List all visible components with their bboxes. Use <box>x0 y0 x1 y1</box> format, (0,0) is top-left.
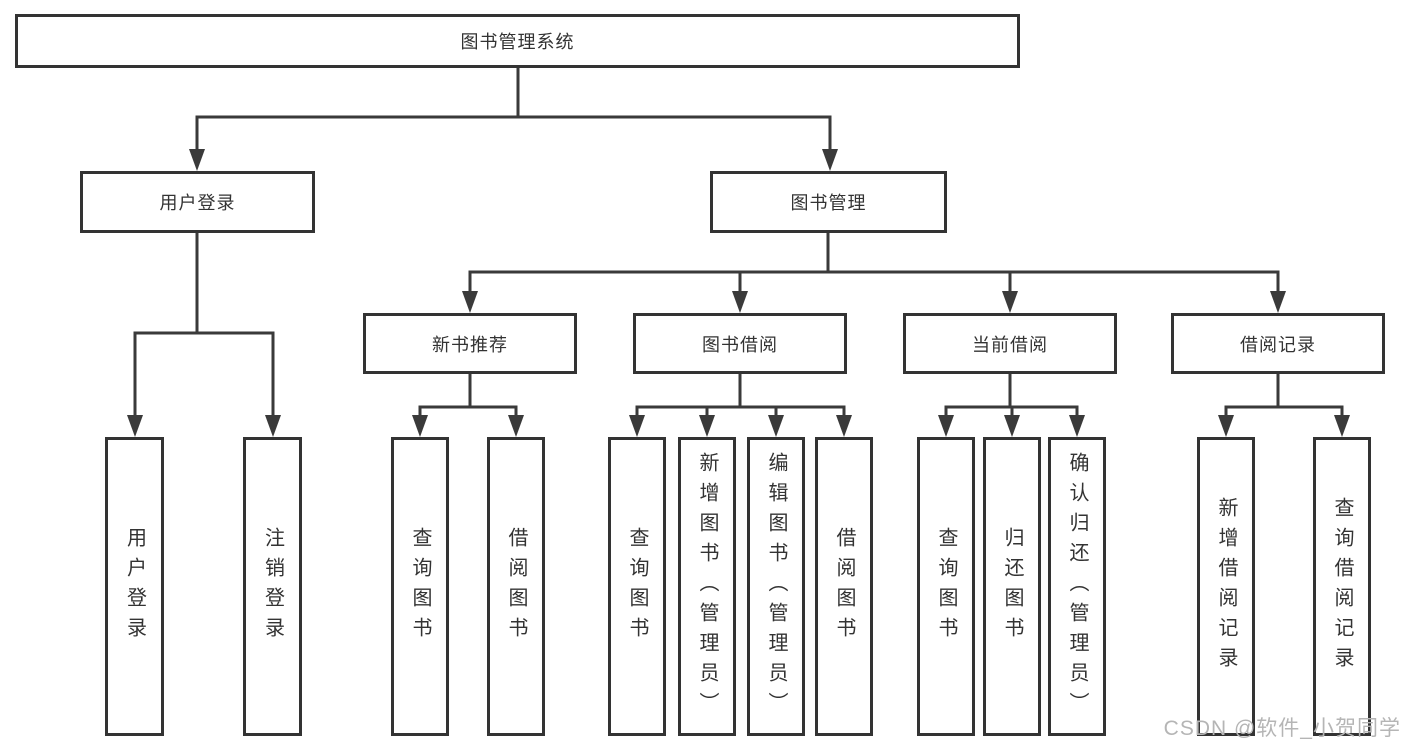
node-book-mgmt: 图书管理 <box>710 171 947 233</box>
leaf-borrow-borrow-books-label: 借阅图书 <box>833 526 855 647</box>
leaf-records-add-borrow-record: 新增借阅记录 <box>1197 437 1255 736</box>
leaf-records-add-borrow-record-label: 新增借阅记录 <box>1215 496 1237 677</box>
leaf-borrow-edit-books-admin-label: 编辑图书（管理员） <box>765 451 787 722</box>
node-user-login: 用户登录 <box>80 171 315 233</box>
leaf-current-query-books-label: 查询图书 <box>935 526 957 647</box>
node-root-label: 图书管理系统 <box>460 32 575 52</box>
leaf-records-query-borrow-record-label: 查询借阅记录 <box>1331 496 1353 677</box>
leaf-user-login-label: 用户登录 <box>123 526 146 647</box>
leaf-newbook-query-books: 查询图书 <box>391 437 449 736</box>
leaf-newbook-borrow-books-label: 借阅图书 <box>505 526 527 647</box>
node-new-book-label: 新书推荐 <box>432 334 508 355</box>
leaf-current-return-books: 归还图书 <box>983 437 1041 736</box>
node-borrow-records: 借阅记录 <box>1171 313 1385 374</box>
leaf-user-login: 用户登录 <box>105 437 164 736</box>
leaf-newbook-query-books-label: 查询图书 <box>409 526 431 647</box>
node-user-login-label: 用户登录 <box>159 193 236 213</box>
node-book-borrow: 图书借阅 <box>633 313 847 374</box>
node-root: 图书管理系统 <box>15 14 1020 68</box>
watermark: CSDN @软件_小贺同学 <box>1163 717 1401 740</box>
node-book-borrow-label: 图书借阅 <box>702 334 778 355</box>
leaf-current-return-books-label: 归还图书 <box>1001 526 1023 647</box>
leaf-borrow-query-books: 查询图书 <box>608 437 666 736</box>
node-book-mgmt-label: 图书管理 <box>790 193 867 213</box>
node-current-borrow-label: 当前借阅 <box>972 334 1048 355</box>
leaf-borrow-borrow-books: 借阅图书 <box>815 437 873 736</box>
leaf-borrow-edit-books-admin: 编辑图书（管理员） <box>747 437 805 736</box>
node-new-book: 新书推荐 <box>363 313 577 374</box>
leaf-borrow-add-books-admin: 新增图书（管理员） <box>678 437 736 736</box>
leaf-current-confirm-return-admin-label: 确认归还（管理员） <box>1066 451 1088 722</box>
node-current-borrow: 当前借阅 <box>903 313 1117 374</box>
node-borrow-records-label: 借阅记录 <box>1240 334 1316 355</box>
leaf-records-query-borrow-record: 查询借阅记录 <box>1313 437 1371 736</box>
leaf-logout-label: 注销登录 <box>261 526 284 647</box>
leaf-newbook-borrow-books: 借阅图书 <box>487 437 545 736</box>
leaf-logout: 注销登录 <box>243 437 302 736</box>
leaf-borrow-add-books-admin-label: 新增图书（管理员） <box>696 451 718 722</box>
leaf-current-confirm-return-admin: 确认归还（管理员） <box>1048 437 1106 736</box>
leaf-current-query-books: 查询图书 <box>917 437 975 736</box>
leaf-borrow-query-books-label: 查询图书 <box>626 526 648 647</box>
